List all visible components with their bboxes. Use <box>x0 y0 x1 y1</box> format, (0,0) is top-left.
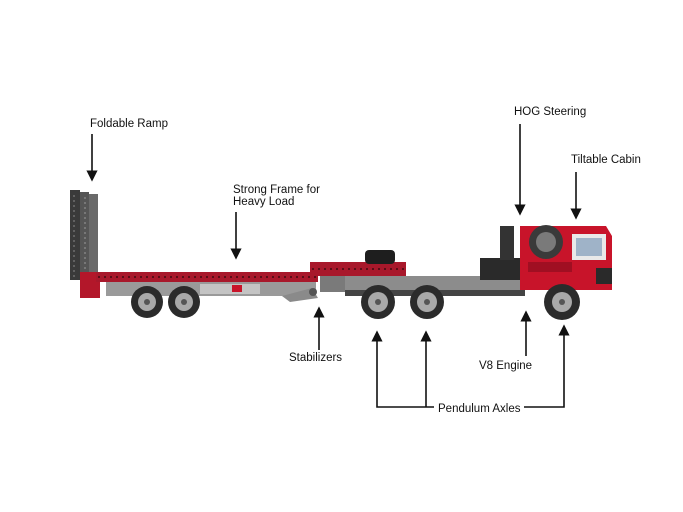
stabilizers-part <box>282 288 318 302</box>
label-pendulum-axles: Pendulum Axles <box>438 403 521 415</box>
truck-cabin <box>520 225 612 290</box>
arrow-pendulum-axle-1 <box>371 330 434 408</box>
label-hog-steering: HOG Steering <box>514 106 587 118</box>
label-tiltable-cabin: Tiltable Cabin <box>571 154 641 166</box>
label-strong-frame-line2: Heavy Load <box>233 196 295 208</box>
label-foldable-ramp: Foldable Ramp <box>90 118 168 130</box>
annotation-arrows <box>86 124 582 408</box>
label-strong-frame-line1: Strong Frame for <box>233 184 320 196</box>
label-stabilizers: Stabilizers <box>289 352 343 364</box>
foldable-ramp-part <box>70 190 100 298</box>
arrow-pendulum-axle-3 <box>524 324 570 408</box>
label-v8-engine: V8 Engine <box>479 360 533 372</box>
trailer-wheels <box>131 286 200 318</box>
truck-wheels <box>361 284 580 320</box>
